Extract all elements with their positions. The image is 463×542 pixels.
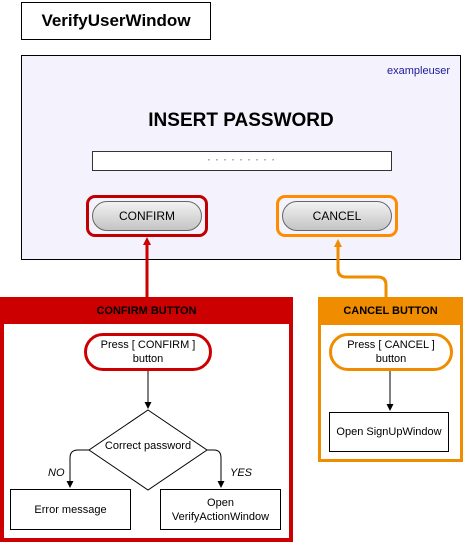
confirm-panel-header: CONFIRM BUTTON (0, 297, 293, 324)
insert-password-heading: INSERT PASSWORD (148, 110, 334, 131)
open-verify-action-node: Open VerifyActionWindow (160, 489, 281, 530)
window-title-label: VerifyUserWindow (41, 11, 191, 30)
confirm-button[interactable]: CONFIRM (92, 201, 202, 231)
confirm-button-label: CONFIRM (119, 209, 175, 223)
yes-branch-arrow (207, 449, 225, 488)
press-cancel-label: Press [ CANCEL ] button (347, 339, 435, 365)
no-branch-label: NO (48, 467, 65, 479)
confirm-panel-header-label: CONFIRM BUTTON (96, 304, 197, 317)
cancel-panel-header: CANCEL BUTTON (318, 297, 463, 325)
cancel-link-arrow (334, 239, 388, 297)
decision-diamond (88, 409, 208, 491)
open-verify-action-label: Open VerifyActionWindow (171, 496, 270, 523)
error-message-label: Error message (34, 503, 107, 516)
error-message-node: Error message (10, 489, 131, 530)
correct-password-label: Correct password (104, 440, 192, 452)
press-cancel-node: Press [ CANCEL ] button (329, 333, 453, 371)
press-confirm-node: Press [ CONFIRM ] button (84, 333, 212, 371)
username-label: exampleuser (387, 65, 450, 77)
cancel-button[interactable]: CANCEL (282, 201, 392, 231)
cancel-highlight-frame (276, 195, 398, 237)
no-branch-arrow (66, 449, 89, 488)
password-field[interactable]: ········· (92, 151, 392, 171)
yes-branch-label: YES (230, 467, 253, 479)
cancel-panel-header-label: CANCEL BUTTON (343, 305, 438, 317)
open-signup-label: Open SignUpWindow (336, 426, 442, 438)
confirm-highlight-frame (86, 195, 208, 237)
cancel-button-label: CANCEL (312, 209, 362, 223)
press-confirm-label: Press [ CONFIRM ] button (100, 339, 196, 365)
open-signup-node: Open SignUpWindow (329, 412, 449, 452)
verify-user-window-mockup: exampleuser INSERT PASSWORD ········· CO… (21, 55, 461, 260)
window-title-box: VerifyUserWindow (21, 2, 211, 40)
